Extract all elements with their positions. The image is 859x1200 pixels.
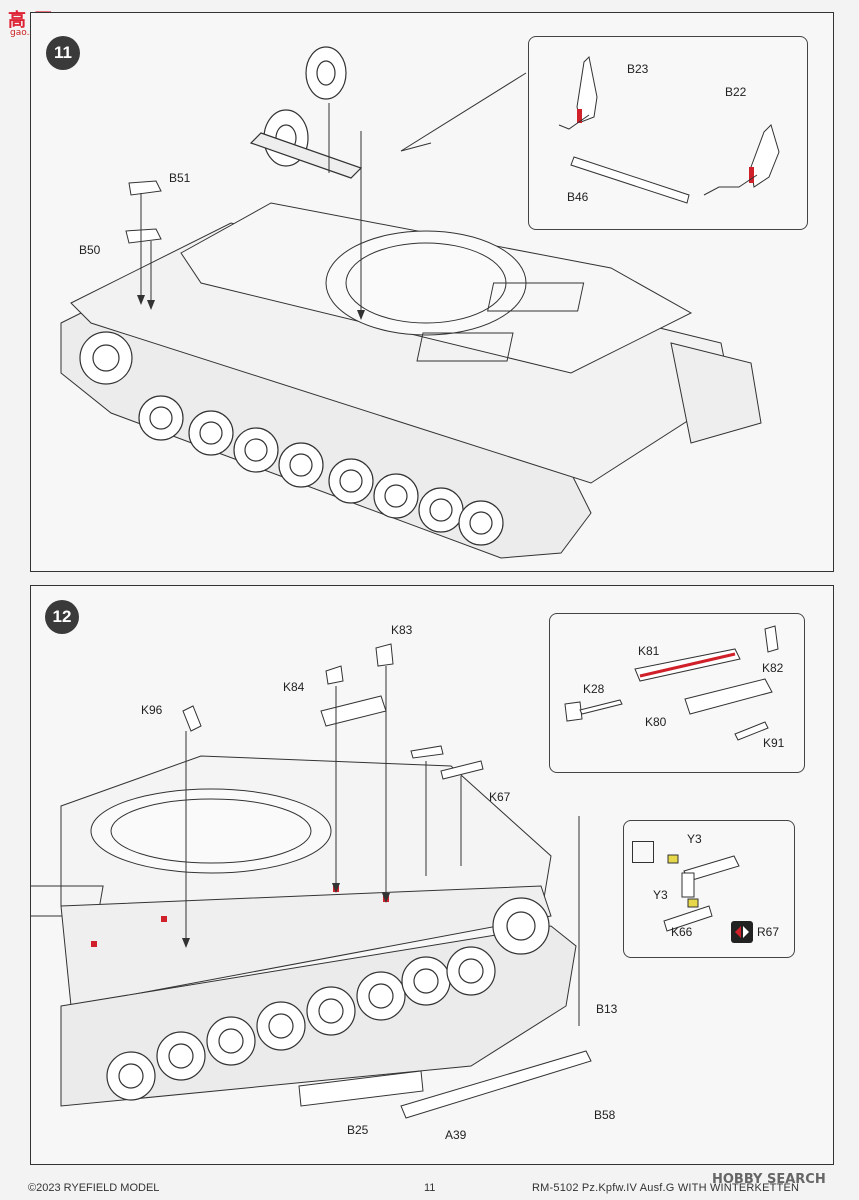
watermark-hobbysearch: HOBBY SEARCH (712, 1172, 826, 1187)
part-label-b22: B22 (725, 85, 747, 99)
step-12-panel: 12 (30, 585, 834, 1165)
part-label-y3-mid: Y3 (653, 888, 668, 902)
copyright-text: ©2023 RYEFIELD MODEL (28, 1182, 160, 1194)
part-label-b13: B13 (596, 1002, 618, 1016)
part-label-b51: B51 (169, 171, 191, 185)
detail-inset-b22-b23: B23 B22 B46 (528, 36, 808, 230)
part-label-r67: R67 (757, 925, 780, 939)
part-label-b23: B23 (627, 62, 649, 76)
tank-hull-drawing-step-12 (31, 643, 592, 1119)
part-label-b50: B50 (79, 243, 101, 257)
detail-inset-k80-k91: K81 K82 K28 K80 K91 (549, 613, 805, 773)
step-number: 12 (45, 600, 79, 634)
part-label-k84: K84 (283, 680, 305, 694)
part-label-k28: K28 (583, 682, 605, 696)
part-label-b58: B58 (594, 1108, 616, 1122)
swap-arrows-icon (731, 921, 753, 943)
kit-title: RM-5102 Pz.Kpfw.IV Ausf.G WITH WINTERKET… (532, 1182, 800, 1194)
part-label-a39: A39 (445, 1128, 467, 1142)
check-icon (632, 841, 654, 863)
bracket-detail-drawing (558, 55, 780, 204)
part-label-k82: K82 (762, 661, 784, 675)
step-number: 11 (46, 36, 80, 70)
lamp-bracket-detail-drawing (663, 854, 740, 932)
part-label-k66: K66 (671, 925, 693, 939)
page-number: 11 (424, 1182, 436, 1194)
part-label-k96: K96 (141, 703, 163, 717)
part-label-k91: K91 (763, 736, 785, 750)
part-label-k80: K80 (645, 715, 667, 729)
part-label-b25: B25 (347, 1123, 369, 1137)
part-label-k81: K81 (638, 644, 660, 658)
part-label-b46: B46 (567, 190, 589, 204)
step-11-panel: 11 (30, 12, 834, 572)
part-label-k67: K67 (489, 790, 511, 804)
jack-bracket-detail-drawing (564, 625, 779, 741)
part-label-y3-top: Y3 (687, 832, 702, 846)
tank-hull-drawing-step-11 (60, 46, 762, 559)
detail-inset-y3-k66: Y3 Y3 K66 R67 (623, 820, 795, 958)
part-label-k83: K83 (391, 623, 413, 637)
